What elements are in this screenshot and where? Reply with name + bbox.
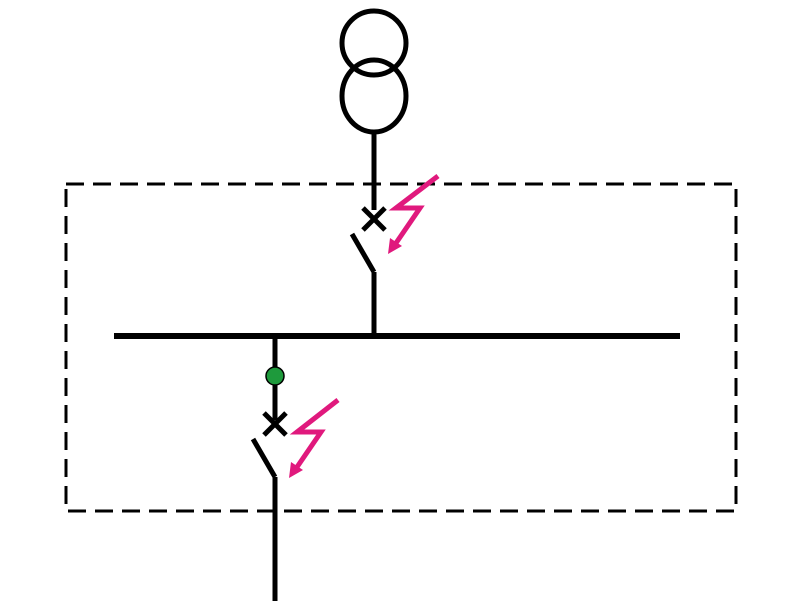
transformer-primary-winding bbox=[339, 8, 409, 78]
lightning-arrow-icon bbox=[388, 174, 440, 254]
incoming-breaker-x-mark bbox=[361, 206, 387, 232]
switchgear-boundary bbox=[64, 182, 738, 513]
transformer bbox=[339, 8, 409, 135]
outgoing-breaker-x-mark bbox=[262, 411, 288, 437]
lightning-arrow-icon bbox=[289, 398, 340, 478]
incoming-breaker-contact bbox=[349, 232, 377, 274]
transformer-secondary-winding bbox=[339, 57, 409, 135]
status-indicator bbox=[265, 366, 285, 386]
outgoing-breaker bbox=[250, 336, 340, 479]
incoming-breaker bbox=[349, 132, 440, 336]
outgoing-breaker-contact bbox=[250, 437, 278, 479]
